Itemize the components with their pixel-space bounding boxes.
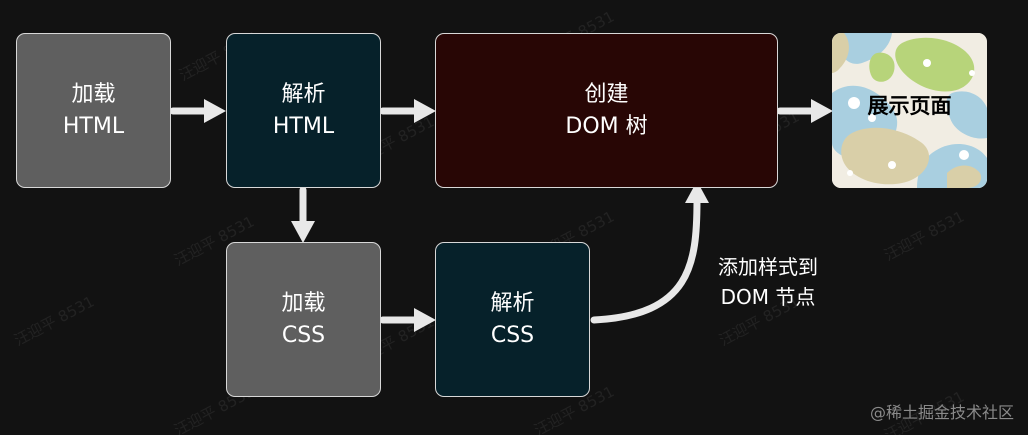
node-load-html-line2: HTML bbox=[62, 113, 125, 139]
abstract-pattern-image bbox=[832, 33, 987, 188]
node-parse-html: 解析 HTML bbox=[226, 33, 381, 188]
arrowhead bbox=[204, 99, 226, 123]
edge-label-add-styles: 添加样式到 DOM 节点 bbox=[698, 252, 838, 312]
arrow-parse-css-to-build-dom bbox=[590, 196, 701, 324]
credit-text: @稀土掘金技术社区 bbox=[869, 403, 1014, 422]
node-load-css-line2: CSS bbox=[281, 322, 326, 348]
node-display-page: 展示页面 bbox=[832, 33, 987, 188]
node-parse-css: 解析 CSS bbox=[435, 242, 590, 397]
arrowhead bbox=[291, 221, 315, 243]
node-parse-css-line1: 解析 bbox=[490, 290, 535, 316]
node-build-dom-line1: 创建 bbox=[584, 81, 629, 107]
node-display-label: 展示页面 bbox=[867, 94, 952, 118]
node-build-dom-line2: DOM 树 bbox=[565, 113, 648, 139]
node-parse-html-line1: 解析 bbox=[281, 81, 326, 107]
node-parse-html-line2: HTML bbox=[272, 113, 335, 139]
node-build-dom: 创建 DOM 树 bbox=[435, 33, 778, 188]
arrowhead bbox=[685, 181, 709, 203]
edge-label-line1: 添加样式到 bbox=[718, 255, 818, 279]
node-load-css: 加载 CSS bbox=[226, 242, 381, 397]
node-load-html-line1: 加载 bbox=[71, 81, 116, 107]
node-load-css-line1: 加载 bbox=[281, 290, 326, 316]
node-load-html: 加载 HTML bbox=[16, 33, 171, 188]
arrowhead bbox=[811, 99, 833, 123]
arrowhead bbox=[414, 99, 436, 123]
edge-label-line2: DOM 节点 bbox=[720, 285, 816, 309]
node-parse-css-line2: CSS bbox=[490, 322, 535, 348]
arrowhead bbox=[414, 308, 436, 332]
